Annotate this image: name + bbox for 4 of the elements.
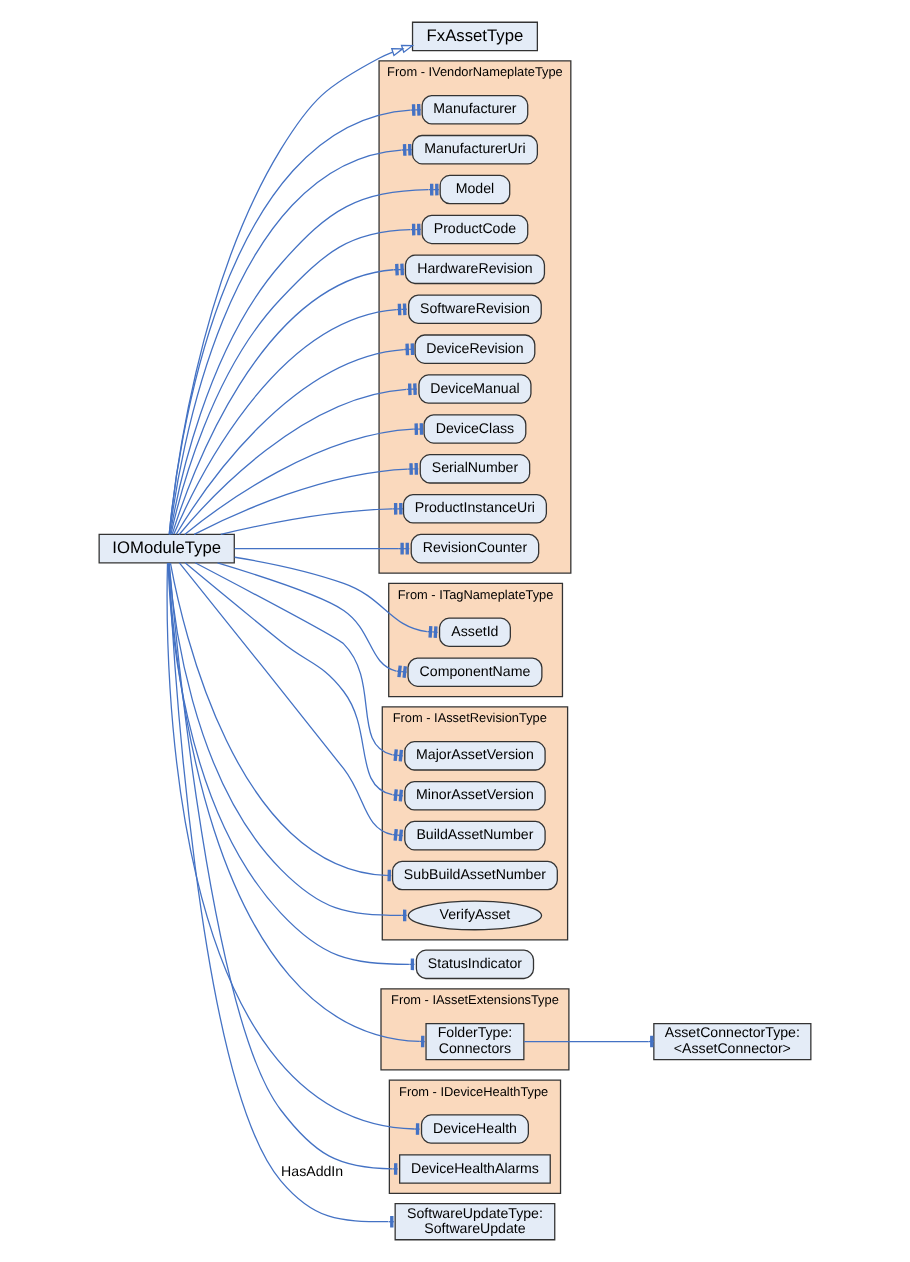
node-box: FxAssetType bbox=[411, 21, 538, 52]
connector bbox=[193, 463, 419, 535]
node-box: IOModuleType bbox=[98, 533, 235, 564]
connector bbox=[216, 562, 408, 678]
